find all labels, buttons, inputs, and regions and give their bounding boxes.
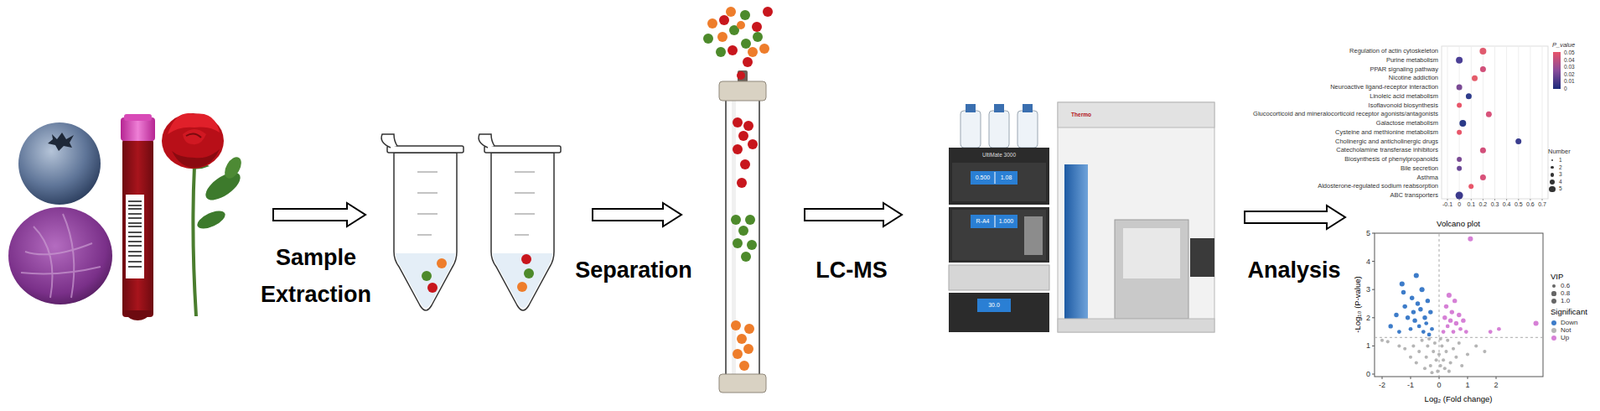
axis-tick: 2	[1493, 380, 1498, 389]
legend-dot	[1548, 186, 1555, 192]
plot-title: Volcano plot	[1436, 219, 1481, 229]
step-label: Sample Extraction	[248, 238, 384, 313]
step-label: Analysis	[1247, 257, 1341, 284]
axis-tick: 0.3	[1491, 201, 1500, 208]
legend-text: 3	[1558, 170, 1563, 177]
axis-tick: 0.4	[1502, 201, 1512, 208]
legend-dot	[1551, 298, 1557, 304]
axis-tick: 0.1	[1466, 201, 1476, 208]
axis-tick: 0.5	[1514, 201, 1523, 208]
legend-dot	[1549, 179, 1555, 185]
axis-tick: 0	[1436, 380, 1441, 389]
screen-reading: 0.500	[975, 174, 991, 182]
legend-title: Number	[1548, 148, 1571, 156]
legend-text: Up	[1560, 333, 1569, 342]
legend-title: VIP	[1550, 272, 1564, 282]
pathway-label: Biosynthesis of phenylpropanoids	[1344, 155, 1439, 164]
legend-text: 4	[1558, 178, 1563, 185]
pathway-label: Cysteine and methionine metabolism	[1335, 128, 1439, 136]
colorbar-tick: 0.04	[1563, 56, 1575, 63]
legend-text: 2	[1558, 164, 1563, 171]
red-cabbage	[8, 207, 113, 305]
legend-text: 1.0	[1560, 296, 1570, 305]
pathway-label: Linoleic acid metabolism	[1369, 92, 1439, 100]
pathway-label: ABC transporters	[1389, 191, 1439, 200]
pathway-label: Glucocorticoid and mineralocorticoid rec…	[1253, 110, 1439, 119]
axis-tick: 5	[1366, 228, 1371, 238]
colorbar-tick: 0.01	[1563, 78, 1575, 85]
legend-title: Significant	[1550, 307, 1588, 317]
axis-tick: 2	[1366, 313, 1371, 322]
screen-reading: 30.0	[988, 301, 1000, 309]
screen-reading: 1.08	[1000, 174, 1013, 182]
axis-tick: -0.1	[1442, 201, 1453, 208]
pathway-label: Isoflavonoid biosynthesis	[1368, 101, 1439, 109]
step-label: Separation	[574, 257, 693, 284]
rose	[161, 113, 245, 316]
legend-text: 1	[1558, 156, 1563, 163]
brand-logo: Thermo	[1071, 111, 1092, 118]
pathway-label: Aldosterone-regulated sodium reabsorptio…	[1317, 182, 1439, 191]
legend-dot	[1551, 159, 1554, 161]
screen-reading: R-A4	[976, 217, 990, 225]
colorbar-tick: 0.03	[1563, 63, 1575, 70]
pathway-label: Galactose metabolism	[1376, 119, 1439, 128]
axis-tick: 4	[1366, 256, 1371, 265]
pathway-label: Purine metabolism	[1386, 56, 1439, 64]
lc-system	[948, 103, 1050, 332]
screen-reading: 1.000	[999, 217, 1015, 225]
colorbar-tick: 0.02	[1563, 71, 1575, 78]
pathway-label: Nicotine addiction	[1388, 74, 1439, 83]
legend-text: Down	[1560, 318, 1578, 327]
axis-label: -Log₁₀ (P-value)	[1353, 275, 1363, 332]
axis-tick: 0	[1366, 369, 1371, 378]
axis-tick: 3	[1366, 284, 1371, 294]
legend-dot	[1550, 172, 1555, 177]
legend-text: 0.6	[1560, 281, 1570, 290]
pathway-label: Cholinergic and anticholinergic drugs	[1335, 137, 1439, 145]
axis-tick: 1	[1465, 380, 1470, 389]
step-label: LC-MS	[815, 257, 887, 284]
blueberry	[18, 122, 101, 205]
legend-text: Not	[1560, 326, 1571, 334]
axis-tick: -1	[1407, 380, 1414, 389]
axis-tick: 0	[1457, 201, 1461, 208]
colorbar-tick: 0.05	[1563, 49, 1575, 56]
pathway-label: Bile secretion	[1400, 164, 1439, 172]
instrument-label: UltiMate 3000	[982, 151, 1016, 158]
axis-label: Log₂ (Fold change)	[1424, 394, 1493, 404]
legend-swatch	[1551, 335, 1557, 341]
pathway-label: PPAR signaling pathway	[1369, 65, 1439, 73]
pathway-label: Asthma	[1417, 173, 1439, 182]
legend-dot	[1550, 165, 1554, 170]
axis-tick: 0.2	[1479, 201, 1488, 208]
axis-tick: 1	[1366, 341, 1371, 350]
legend-dot	[1551, 290, 1556, 296]
pathway-label: Neuroactive ligand-receptor interaction	[1330, 83, 1439, 92]
colorbar-tick: 0	[1563, 85, 1568, 92]
bubble-chart	[1441, 46, 1561, 201]
volcano-plot	[1372, 233, 1544, 379]
legend-text: 5	[1558, 186, 1563, 192]
legend-swatch	[1551, 320, 1557, 326]
pathway-label: Catecholamine transferase inhibitors	[1335, 146, 1439, 155]
sample-tube	[381, 134, 561, 311]
axis-tick: -2	[1378, 380, 1386, 389]
legend-dot	[1552, 284, 1556, 288]
axis-tick: 0.6	[1526, 201, 1535, 208]
legend-text: 0.8	[1560, 289, 1570, 297]
separation-column	[703, 6, 773, 393]
mass-spectrometer	[1057, 102, 1215, 332]
legend-swatch	[1551, 327, 1557, 333]
blood-tube	[120, 113, 156, 321]
legend-title: P_value	[1552, 41, 1575, 50]
pathway-label: Regulation of actin cytoskeleton	[1349, 47, 1439, 56]
axis-tick: 0.7	[1537, 201, 1547, 208]
